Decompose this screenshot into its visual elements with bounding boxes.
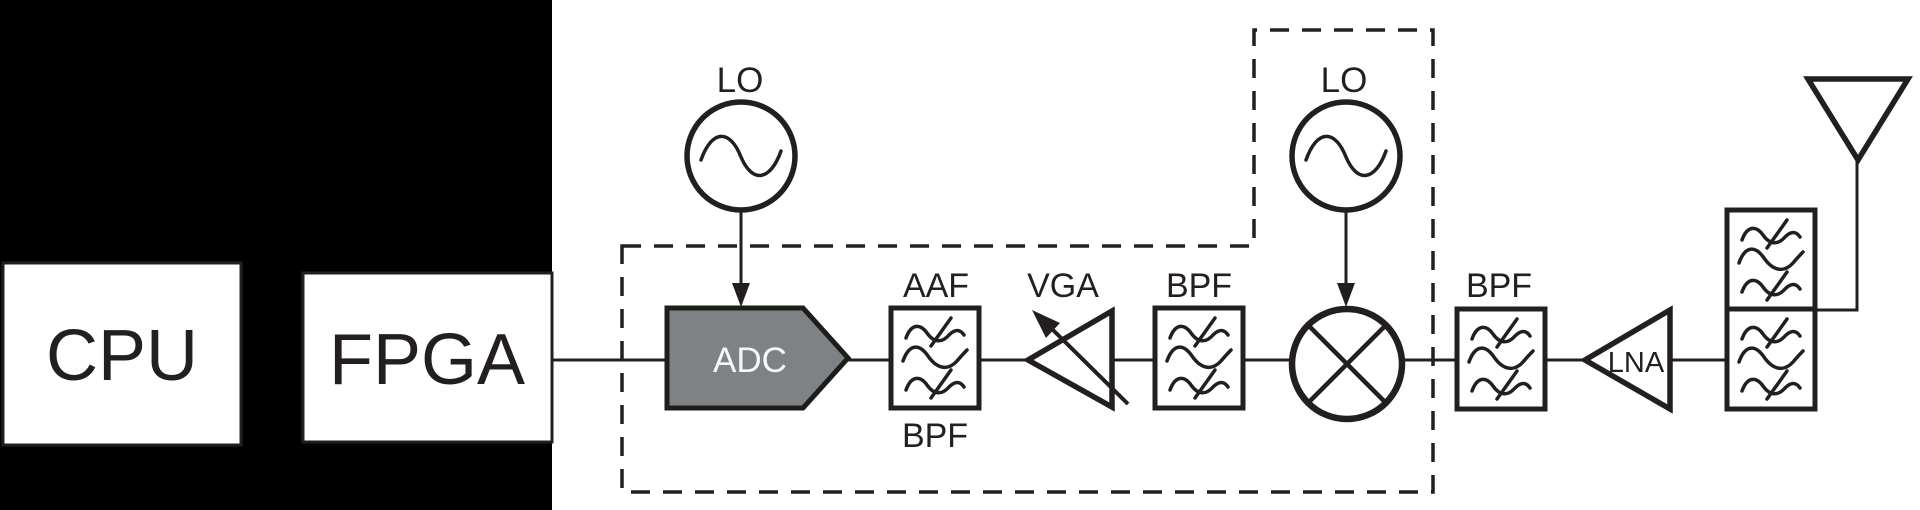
lna-label: LNA: [1608, 347, 1665, 379]
aaf-bpf-filter: AAF BPF: [891, 267, 979, 455]
vga-triangle: [1022, 306, 1115, 412]
fpga-label: FPGA: [329, 320, 525, 400]
preselector-filter-stack: [1727, 210, 1815, 409]
vga-label: VGA: [1027, 267, 1099, 305]
fpga-block: FPGA: [301, 271, 554, 444]
adc-lo-arrowhead: [732, 283, 750, 307]
antenna-icon: [1803, 76, 1913, 166]
aaf-label: AAF: [903, 267, 969, 305]
rf-bpf-filter-box-icon: [1457, 309, 1545, 409]
rf-bpf-filter: BPF: [1457, 267, 1545, 409]
vga-gain-arrow-line: [1051, 328, 1130, 406]
if-bpf-filter: BPF: [1155, 267, 1243, 408]
preselector-filter-upper-icon: [1727, 210, 1815, 310]
adc-block: ADC: [664, 305, 852, 411]
adc-shape: [664, 305, 852, 411]
cpu-block: CPU: [1, 261, 243, 447]
dashed-section-outline: [620, 28, 1435, 494]
adc-lo-oscillator: LO: [684, 61, 798, 213]
fpga-box: [301, 271, 554, 444]
cpu-label: CPU: [46, 316, 198, 396]
lna-amplifier: LNA: [1579, 305, 1673, 414]
preselector-filter-lower-icon: [1727, 309, 1815, 409]
adc-lo-label: LO: [717, 61, 764, 100]
cpu-box: [1, 261, 243, 447]
mixer-lo-label: LO: [1321, 61, 1368, 100]
mixer-lo-arrowhead: [1337, 283, 1355, 307]
mixer-cross-icon: [1306, 323, 1388, 405]
mixer: [1288, 305, 1406, 423]
mixer-lo-oscillator: LO: [1289, 61, 1403, 213]
vga-gain-arrowhead: [1032, 310, 1060, 338]
if-bpf-filter-box-icon: [1155, 308, 1243, 408]
antenna-feed-line: [1813, 160, 1859, 312]
vga-amplifier: VGA: [1022, 267, 1130, 412]
adc-label: ADC: [713, 341, 787, 380]
rf-bpf-label: BPF: [1466, 267, 1532, 305]
lna-triangle: [1579, 305, 1673, 414]
aaf-filter-box-icon: [891, 308, 979, 408]
if-bpf-label: BPF: [1166, 267, 1232, 305]
aaf-bpf-label: BPF: [902, 417, 968, 455]
